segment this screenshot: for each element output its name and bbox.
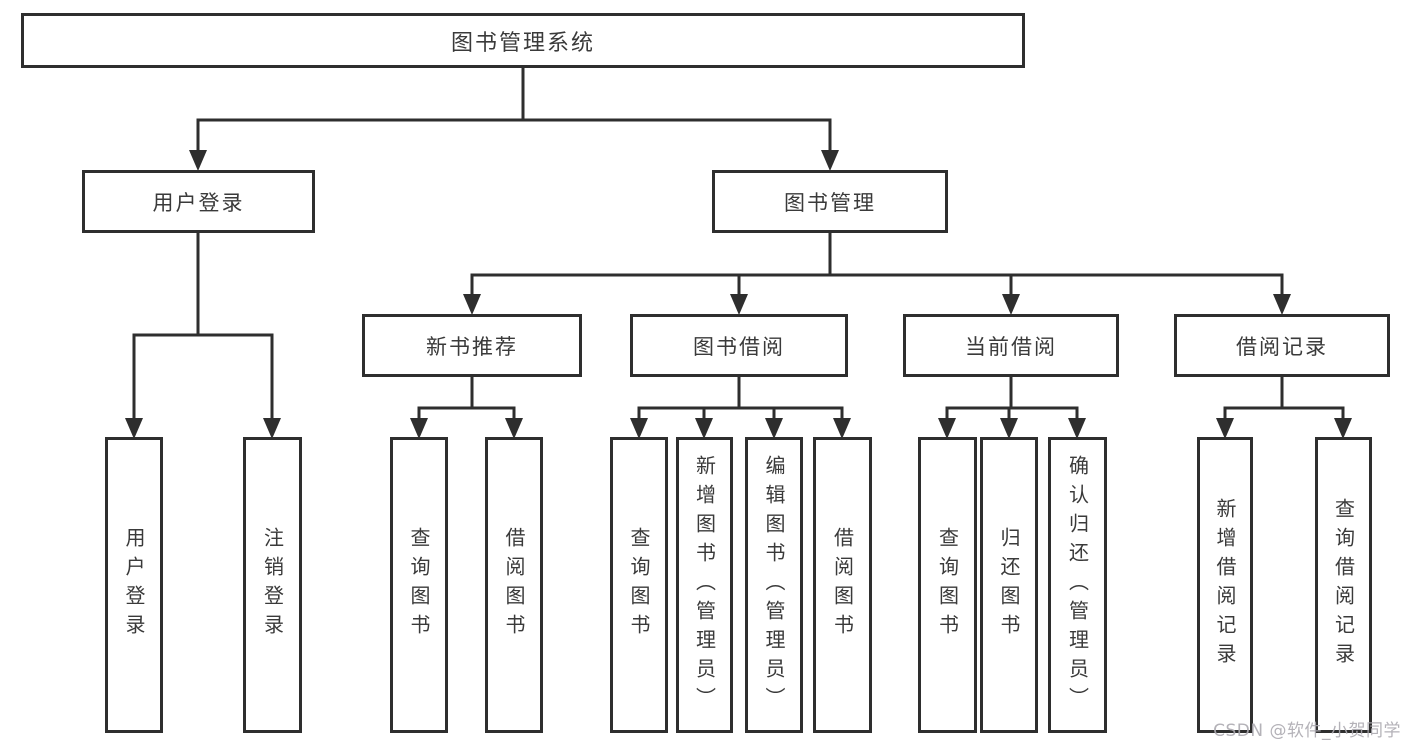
connector-user-login — [132, 231, 274, 422]
connector-borrowing-records — [1223, 375, 1345, 422]
leaf-query-books-2-label: 查询图书 — [627, 527, 651, 643]
leaf-edit-books-admin: 编辑图书（管理员） — [745, 437, 803, 733]
node-book-management-label: 图书管理 — [784, 190, 876, 215]
leaf-add-borrow-record: 新增借阅记录 — [1197, 437, 1253, 733]
leaf-logout: 注销登录 — [243, 437, 302, 733]
leaf-query-books-3-label: 查询图书 — [935, 527, 960, 643]
leaf-borrow-books-2: 借阅图书 — [813, 437, 872, 733]
leaf-return-books: 归还图书 — [980, 437, 1038, 733]
node-book-borrowing: 图书借阅 — [630, 314, 848, 377]
leaf-confirm-return-admin-label: 确认归还（管理员） — [1065, 454, 1090, 716]
node-new-book-recommendation: 新书推荐 — [362, 314, 582, 377]
leaf-edit-books-admin-label: 编辑图书（管理员） — [762, 454, 786, 716]
node-borrowing-records-label: 借阅记录 — [1236, 334, 1328, 359]
leaf-query-borrow-record: 查询借阅记录 — [1315, 437, 1372, 733]
leaf-query-books-1: 查询图书 — [390, 437, 448, 733]
leaf-borrow-books-2-label: 借阅图书 — [830, 527, 855, 643]
connector-root — [196, 66, 832, 154]
leaf-query-books-1-label: 查询图书 — [407, 527, 431, 643]
node-book-management: 图书管理 — [712, 170, 948, 233]
node-current-borrowing-label: 当前借阅 — [965, 334, 1057, 359]
node-borrowing-records: 借阅记录 — [1174, 314, 1390, 377]
leaf-borrow-books-1: 借阅图书 — [485, 437, 543, 733]
watermark-text: CSDN @软件_小贺同学 — [1213, 721, 1401, 741]
connector-book-management — [470, 231, 1284, 298]
leaf-query-books-3: 查询图书 — [918, 437, 977, 733]
leaf-add-borrow-record-label: 新增借阅记录 — [1213, 498, 1237, 672]
node-library-management-system-label: 图书管理系统 — [450, 30, 595, 56]
leaf-return-books-label: 归还图书 — [997, 527, 1021, 643]
leaf-logout-label: 注销登录 — [260, 527, 285, 643]
node-book-borrowing-label: 图书借阅 — [693, 334, 785, 359]
leaf-query-borrow-record-label: 查询借阅记录 — [1331, 498, 1356, 672]
connector-book-borrowing — [637, 375, 844, 422]
leaf-user-login: 用户登录 — [105, 437, 163, 733]
leaf-query-books-2: 查询图书 — [610, 437, 668, 733]
leaf-borrow-books-1-label: 借阅图书 — [502, 527, 526, 643]
node-user-login-branch: 用户登录 — [82, 170, 315, 233]
leaf-user-login-label: 用户登录 — [122, 527, 146, 643]
node-user-login-branch-label: 用户登录 — [152, 190, 245, 215]
leaf-add-books-admin-label: 新增图书（管理员） — [692, 454, 717, 716]
node-new-book-recommendation-label: 新书推荐 — [426, 334, 518, 359]
leaf-confirm-return-admin: 确认归还（管理员） — [1048, 437, 1107, 733]
node-current-borrowing: 当前借阅 — [903, 314, 1119, 377]
connector-current-borrowing — [945, 375, 1079, 422]
leaf-add-books-admin: 新增图书（管理员） — [676, 437, 733, 733]
connector-new-book-recommendation — [417, 375, 516, 422]
node-library-management-system: 图书管理系统 — [21, 13, 1025, 68]
